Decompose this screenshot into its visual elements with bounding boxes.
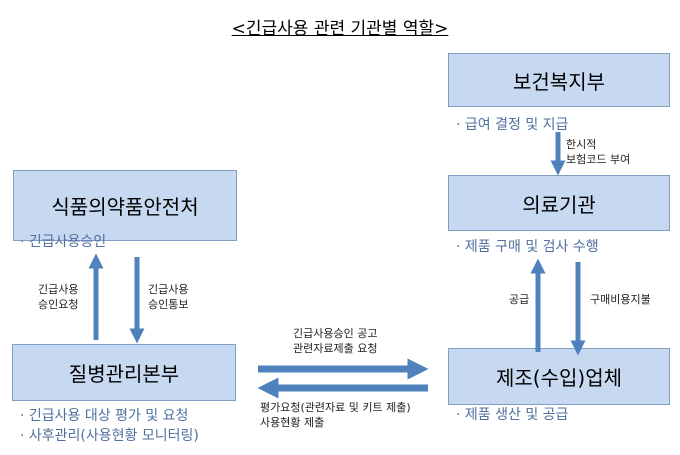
edge-label: 평가요청(관련자료 및 키트 제출)사용현황 제출 <box>260 401 411 429</box>
bullet: 긴급사용승인 <box>20 231 106 251</box>
node-mohw: 보건복지부 <box>448 53 670 107</box>
node-kdca: 질병관리본부 <box>12 344 236 401</box>
node-hospital: 의료기관 <box>448 175 670 231</box>
node-maker: 제조(수입)업체 <box>448 348 670 405</box>
diagram-title: <긴급사용 관련 기관별 역할> <box>231 19 449 39</box>
bullet: 제품 생산 및 공급 <box>456 404 569 424</box>
bullet: 사후관리(사용현황 모니터링) <box>20 425 199 445</box>
edge-label: 구매비용지불 <box>590 293 651 306</box>
node-mfds: 식품의약품안전처 <box>13 170 237 241</box>
bullet: 급여 결정 및 지급 <box>456 114 569 134</box>
edge-label: 공급 <box>509 293 530 306</box>
bullet: 제품 구매 및 검사 수행 <box>456 236 599 256</box>
bullet: 긴급사용 대상 평가 및 요청 <box>20 405 188 425</box>
